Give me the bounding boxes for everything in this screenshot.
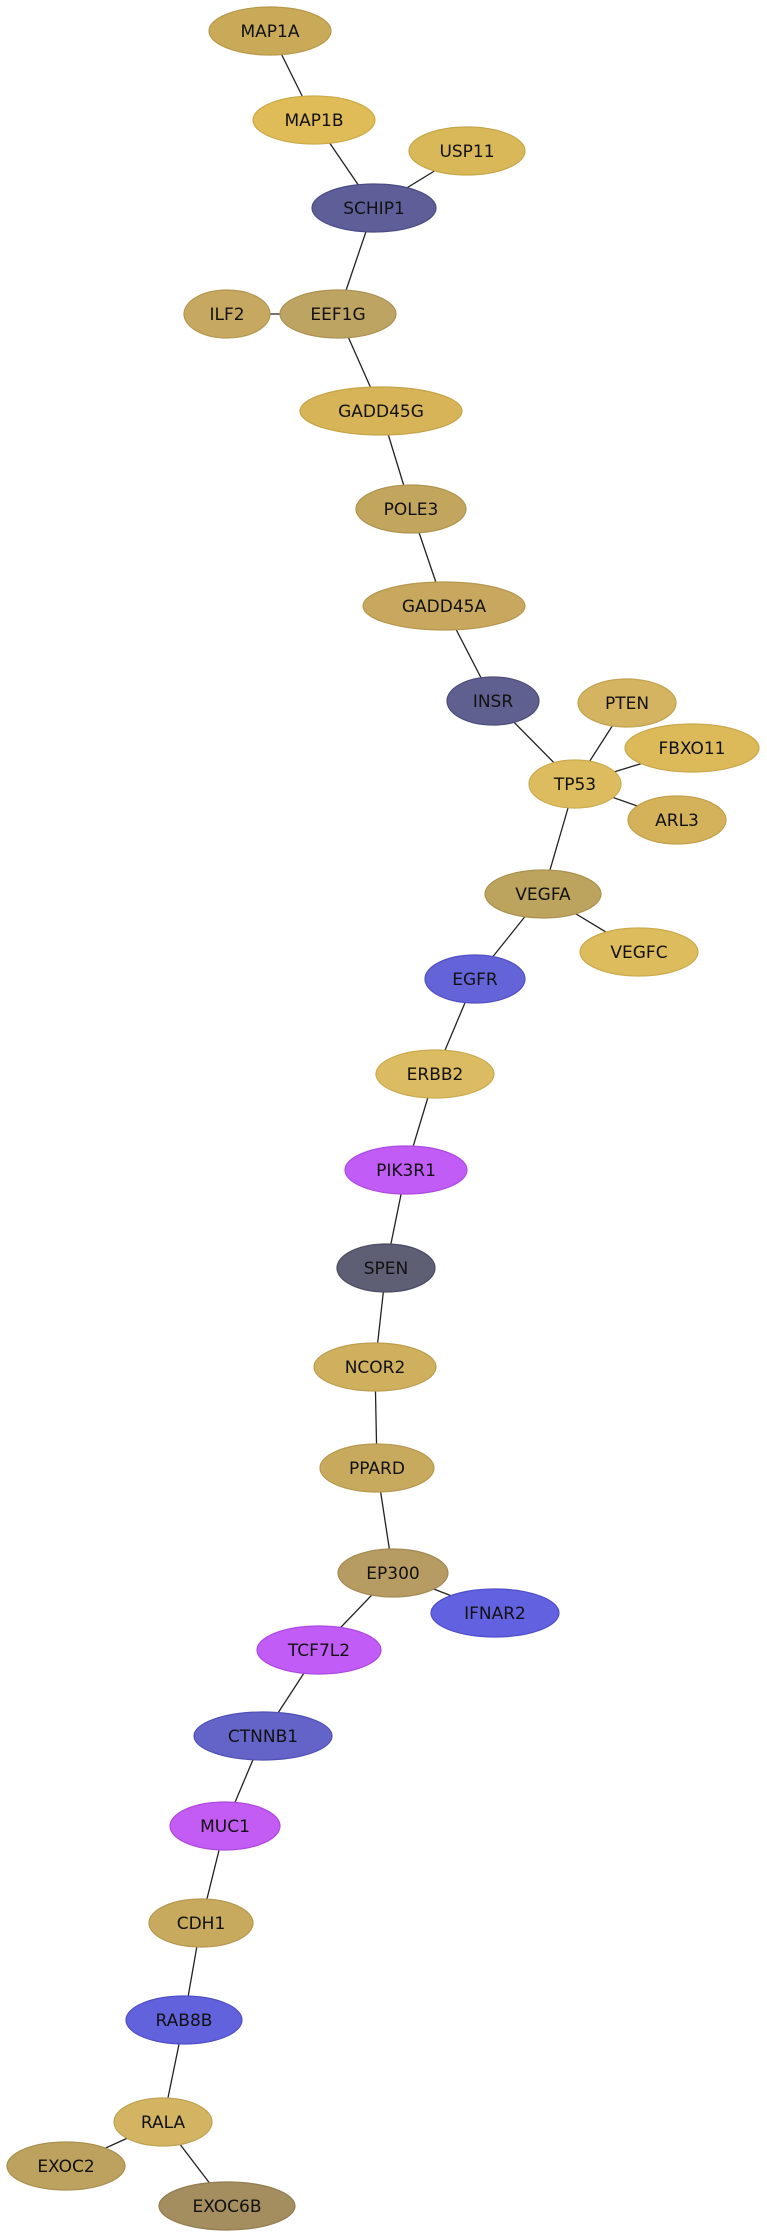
node-label: SPEN	[364, 1259, 409, 1279]
node-label: TP53	[553, 775, 596, 795]
node-label: CTNNB1	[228, 1727, 298, 1747]
node-ncor2[interactable]: NCOR2	[313, 1342, 437, 1392]
node-shape	[113, 2097, 213, 2147]
node-label: MAP1A	[241, 22, 300, 42]
node-shape	[336, 1243, 436, 1293]
node-shape	[446, 676, 540, 726]
node-shape	[337, 1548, 449, 1598]
node-shape	[375, 1049, 495, 1099]
node-shape	[279, 289, 397, 339]
node-shape	[313, 1342, 437, 1392]
node-label: PTEN	[605, 694, 649, 714]
node-arl3[interactable]: ARL3	[627, 795, 727, 845]
node-shape	[579, 927, 699, 977]
node-ctnnb1[interactable]: CTNNB1	[193, 1711, 333, 1761]
node-erbb2[interactable]: ERBB2	[375, 1049, 495, 1099]
node-shape	[424, 954, 526, 1004]
node-spen[interactable]: SPEN	[336, 1243, 436, 1293]
node-shape	[193, 1711, 333, 1761]
node-label: POLE3	[384, 500, 439, 520]
node-label: ILF2	[209, 305, 244, 325]
node-vegfa[interactable]: VEGFA	[484, 869, 602, 919]
node-shape	[183, 289, 271, 339]
node-shape	[362, 581, 526, 631]
node-label: GADD45A	[402, 597, 487, 617]
node-map1b[interactable]: MAP1B	[252, 95, 376, 145]
node-label: TCF7L2	[287, 1641, 350, 1661]
node-ifnar2[interactable]: IFNAR2	[430, 1588, 560, 1638]
node-label: PIK3R1	[376, 1161, 436, 1181]
node-label: USP11	[439, 142, 494, 162]
node-shape	[577, 678, 677, 728]
node-schip1[interactable]: SCHIP1	[311, 183, 437, 233]
node-insr[interactable]: INSR	[446, 676, 540, 726]
node-label: SCHIP1	[343, 199, 405, 219]
node-vegfc[interactable]: VEGFC	[579, 927, 699, 977]
node-shape	[311, 183, 437, 233]
node-label: IFNAR2	[464, 1604, 526, 1624]
node-shape	[627, 795, 727, 845]
node-label: FBXO11	[658, 739, 725, 759]
node-shape	[484, 869, 602, 919]
node-eef1g[interactable]: EEF1G	[279, 289, 397, 339]
node-usp11[interactable]: USP11	[408, 126, 526, 176]
node-shape	[169, 1801, 281, 1851]
edges-layer	[65, 30, 693, 2207]
node-label: MAP1B	[284, 111, 343, 131]
node-gadd45a[interactable]: GADD45A	[362, 581, 526, 631]
node-label: EXOC6B	[192, 2197, 261, 2217]
node-shape	[528, 759, 622, 809]
node-label: EEF1G	[310, 305, 365, 325]
node-label: PPARD	[349, 1459, 405, 1479]
node-shape	[299, 386, 463, 436]
node-shape	[256, 1625, 382, 1675]
node-label: NCOR2	[345, 1358, 406, 1378]
node-shape	[125, 1995, 243, 2045]
node-exoc6b[interactable]: EXOC6B	[158, 2181, 296, 2231]
node-label: CDH1	[177, 1914, 226, 1934]
node-ep300[interactable]: EP300	[337, 1548, 449, 1598]
node-shape	[6, 2141, 126, 2191]
node-tp53[interactable]: TP53	[528, 759, 622, 809]
node-label: EP300	[366, 1564, 419, 1584]
node-map1a[interactable]: MAP1A	[208, 6, 332, 56]
node-shape	[430, 1588, 560, 1638]
node-fbxo11[interactable]: FBXO11	[624, 723, 760, 773]
node-shape	[252, 95, 376, 145]
node-label: EXOC2	[37, 2157, 94, 2177]
node-label: VEGFA	[515, 885, 571, 905]
node-ilf2[interactable]: ILF2	[183, 289, 271, 339]
node-shape	[408, 126, 526, 176]
node-shape	[355, 484, 467, 534]
node-tcf7l2[interactable]: TCF7L2	[256, 1625, 382, 1675]
node-pten[interactable]: PTEN	[577, 678, 677, 728]
node-ppard[interactable]: PPARD	[319, 1443, 435, 1493]
node-label: ARL3	[655, 811, 699, 831]
node-egfr[interactable]: EGFR	[424, 954, 526, 1004]
node-rab8b[interactable]: RAB8B	[125, 1995, 243, 2045]
node-shape	[148, 1898, 254, 1948]
node-label: INSR	[473, 692, 514, 712]
node-pik3r1[interactable]: PIK3R1	[344, 1145, 468, 1195]
node-pole3[interactable]: POLE3	[355, 484, 467, 534]
node-label: EGFR	[452, 970, 498, 990]
node-shape	[319, 1443, 435, 1493]
node-exoc2[interactable]: EXOC2	[6, 2141, 126, 2191]
node-shape	[208, 6, 332, 56]
node-shape	[624, 723, 760, 773]
node-muc1[interactable]: MUC1	[169, 1801, 281, 1851]
node-shape	[158, 2181, 296, 2231]
node-cdh1[interactable]: CDH1	[148, 1898, 254, 1948]
node-label: RALA	[141, 2113, 186, 2133]
node-label: MUC1	[200, 1817, 250, 1837]
node-gadd45g[interactable]: GADD45G	[299, 386, 463, 436]
node-rala[interactable]: RALA	[113, 2097, 213, 2147]
node-label: VEGFC	[610, 943, 667, 963]
node-label: RAB8B	[156, 2011, 213, 2031]
node-shape	[344, 1145, 468, 1195]
node-label: ERBB2	[407, 1065, 464, 1085]
node-label: GADD45G	[338, 402, 424, 422]
